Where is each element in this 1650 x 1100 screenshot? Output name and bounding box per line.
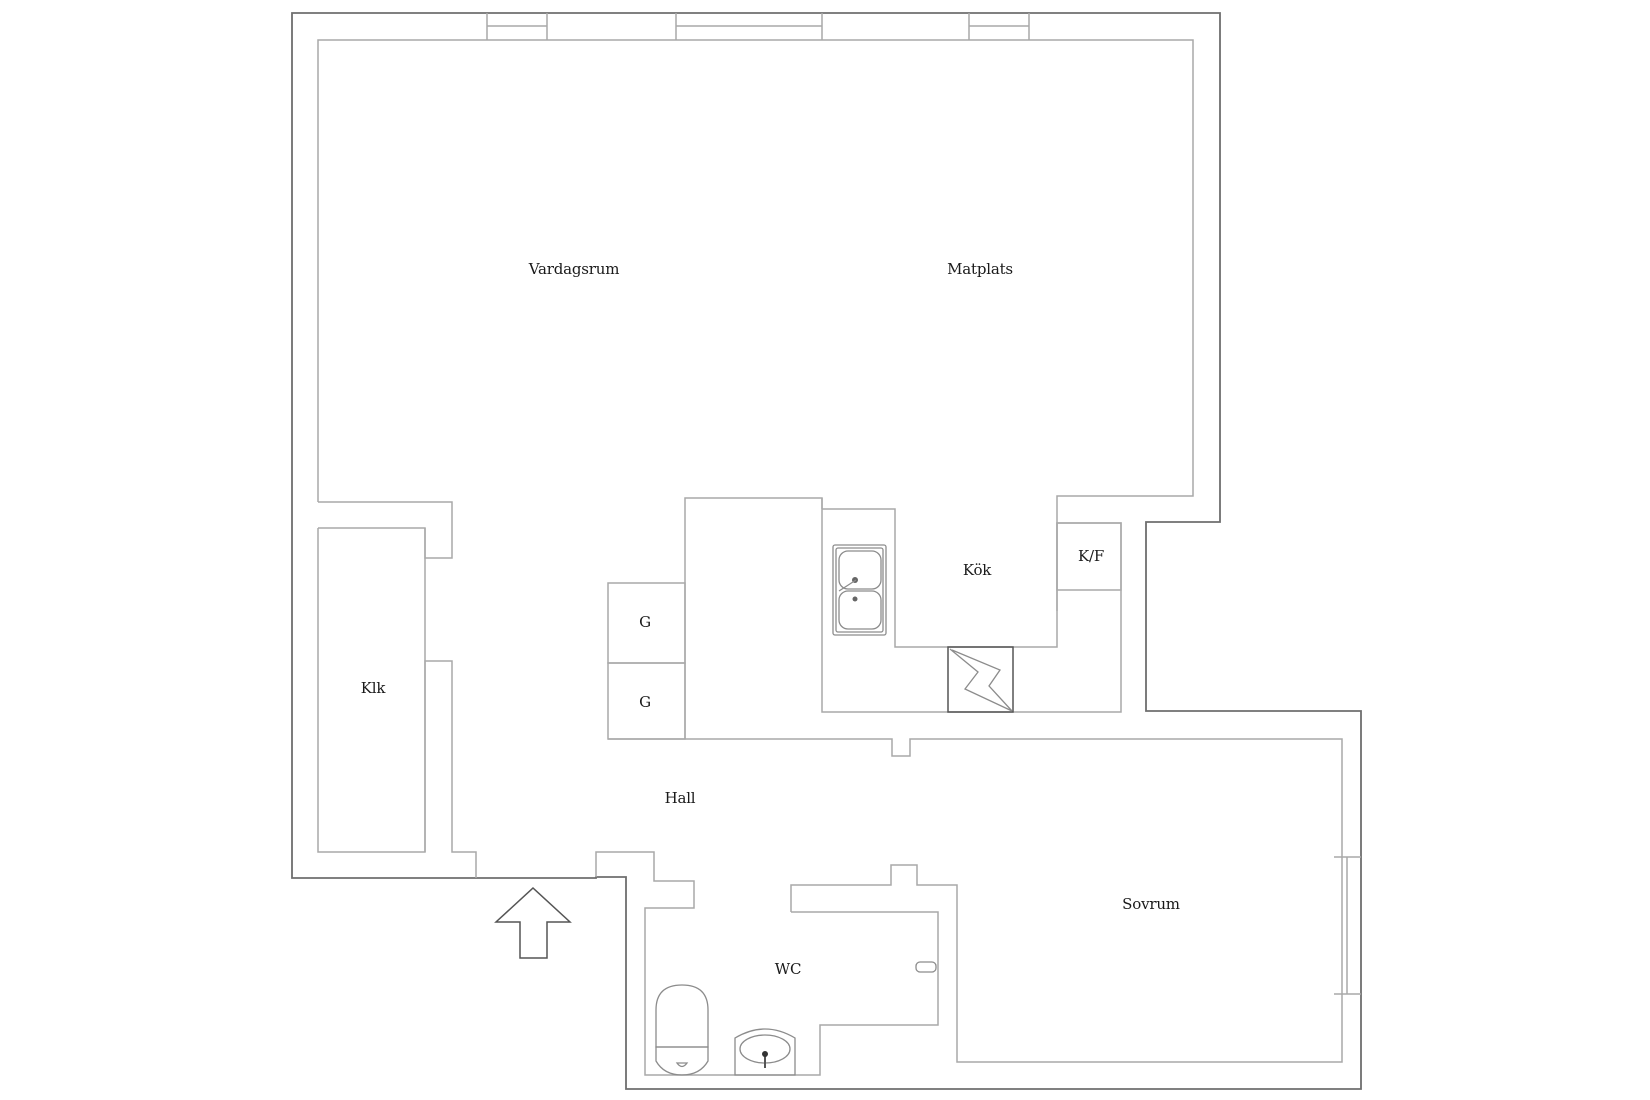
room-label-matplats: Matplats bbox=[947, 260, 1013, 278]
washbasin-icon bbox=[734, 1028, 796, 1076]
room-label-kf: K/F bbox=[1077, 547, 1105, 565]
double-sink-icon bbox=[832, 544, 887, 636]
top-windows bbox=[486, 13, 1030, 40]
toilet-bowl-icon bbox=[655, 984, 709, 1076]
room-label-kok: Kök bbox=[962, 561, 992, 579]
towel-hook-icon bbox=[915, 961, 937, 973]
wc-wall bbox=[595, 851, 939, 1076]
room-label-wc: WC bbox=[774, 960, 802, 978]
entrance-arrow bbox=[494, 886, 572, 959]
stove-icon bbox=[947, 646, 1014, 713]
living-dining-inner-wall bbox=[317, 39, 1194, 611]
wardrobes bbox=[607, 582, 686, 740]
outer-wall bbox=[291, 12, 1362, 1090]
hall-bedroom-wall bbox=[608, 738, 1343, 1063]
fridge-freezer-box bbox=[1056, 522, 1122, 591]
wall-stub-upper-left bbox=[318, 501, 453, 559]
room-label-g-lower: G bbox=[639, 693, 651, 711]
kitchen-island-wall bbox=[684, 497, 823, 739]
room-label-klk: Klk bbox=[360, 679, 386, 697]
bedroom-window bbox=[1334, 856, 1361, 995]
room-label-vardagsrum: Vardagsrum bbox=[528, 260, 620, 278]
room-label-hall: Hall bbox=[664, 789, 696, 807]
room-label-sovrum: Sovrum bbox=[1122, 895, 1180, 913]
room-label-g-upper: G bbox=[639, 613, 651, 631]
wall-stub-hall-left bbox=[424, 660, 477, 878]
